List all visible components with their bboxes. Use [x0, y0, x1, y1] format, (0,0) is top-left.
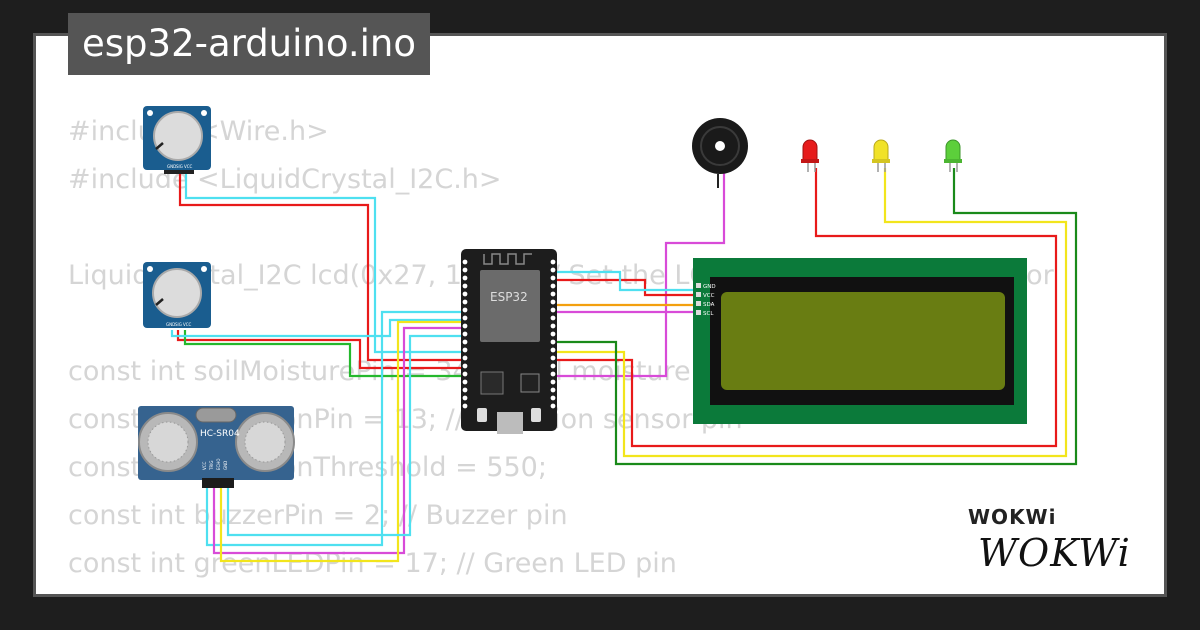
led-green[interactable]: [944, 139, 962, 172]
code-line: const int buzzerPin = 2; // Buzzer pin: [68, 500, 568, 531]
pin-label: GND: [167, 164, 176, 169]
header-pin: [462, 379, 468, 385]
pin-label: VCC: [703, 293, 715, 299]
wire-cyan: [170, 318, 462, 338]
header-pin: [462, 387, 468, 393]
wire-cyan: [556, 270, 700, 292]
header-pin: [462, 283, 468, 289]
lcd-pin: [696, 283, 701, 288]
file-title: esp32-arduino.ino: [68, 13, 430, 75]
wire-yellow: [556, 168, 1068, 458]
header-pin: [462, 323, 468, 329]
header-pin: [462, 291, 468, 297]
pin-label: SCL: [703, 311, 714, 317]
wire-darkgreen: [556, 168, 1078, 466]
header-pin: [550, 339, 556, 345]
wires: [170, 168, 1078, 563]
header-pin: [550, 315, 556, 321]
lcd-screen: [721, 292, 1005, 390]
lcd-pin: [696, 292, 701, 297]
potentiometer[interactable]: GND SIG VCC: [143, 262, 211, 328]
wokwi-logo: WOKWi WOKWi: [968, 505, 1131, 575]
lcd-pin: [696, 310, 701, 315]
pin-label: SIG: [175, 322, 182, 327]
header-pin: [550, 323, 556, 329]
code-line: const int greenLEDPin = 17; // Green LED…: [68, 548, 677, 579]
wire-red: [178, 172, 462, 362]
esp32-chip: [480, 270, 540, 342]
esp32-label: ESP32: [490, 290, 528, 304]
ultrasonic-sensor[interactable]: HC-SR04 VCC TRIG ECHO GND: [138, 406, 295, 488]
wire-magenta: [556, 168, 726, 378]
header-pin: [550, 347, 556, 353]
header-pin: [462, 363, 468, 369]
wokwi-logo-small: WOKWi: [968, 505, 1056, 529]
pin-label: GND: [703, 284, 716, 290]
header-pin: [550, 299, 556, 305]
header-pin: [550, 379, 556, 385]
header-pin: [462, 347, 468, 353]
header-pin: [550, 275, 556, 281]
led-red[interactable]: [801, 139, 819, 172]
pin-label: SIG: [176, 164, 183, 169]
lcd-pin: [696, 301, 701, 306]
header-pin: [462, 395, 468, 401]
knob[interactable]: [153, 111, 203, 161]
pin-label: VCC: [202, 461, 207, 470]
header-pin: [550, 395, 556, 401]
header-pin: [550, 331, 556, 337]
wire-cyan: [205, 310, 462, 547]
header-pin: [550, 259, 556, 265]
header-pin: [462, 275, 468, 281]
led-yellow[interactable]: [872, 139, 890, 172]
left-header-pins: [462, 259, 468, 409]
header-pin: [550, 267, 556, 273]
header-pin: [550, 307, 556, 313]
pin-label: VCC: [184, 164, 193, 169]
wire-red: [556, 278, 700, 297]
sonar-label: HC-SR04: [200, 429, 240, 439]
buzzer[interactable]: [692, 118, 748, 188]
wokwi-logo-large: WOKWi: [978, 531, 1131, 575]
header-pin: [550, 283, 556, 289]
wire-red: [556, 168, 1058, 448]
header-pin: [462, 307, 468, 313]
header-pin: [462, 259, 468, 265]
pin-label: VCC: [183, 322, 192, 327]
header-pin: [462, 339, 468, 345]
wire-cyan: [226, 334, 462, 537]
header-pin: [462, 403, 468, 409]
pin-label: ECHO: [216, 459, 221, 470]
header-pin: [550, 387, 556, 393]
pin-label: TRIG: [209, 460, 214, 471]
esp32-board[interactable]: ESP32: [461, 249, 557, 434]
header-pin: [462, 355, 468, 361]
header-pin: [550, 355, 556, 361]
boot-button[interactable]: [477, 408, 487, 422]
reset-button[interactable]: [531, 408, 541, 422]
header-pin: [550, 371, 556, 377]
wire-green: [183, 330, 462, 378]
pin-label: GND: [166, 322, 175, 327]
knob[interactable]: [152, 268, 202, 318]
right-header-pins: [550, 259, 556, 409]
header-pin: [462, 267, 468, 273]
header-pin: [550, 403, 556, 409]
header-pin: [462, 371, 468, 377]
lcd-pin-header: [696, 283, 701, 315]
wire-magenta: [212, 326, 462, 555]
usb-port: [497, 412, 523, 434]
pin-label: SDA: [703, 302, 715, 308]
wire-yellow: [219, 320, 462, 563]
header-pin: [462, 331, 468, 337]
header-pin: [550, 363, 556, 369]
wire-cyan: [184, 172, 462, 354]
potentiometer[interactable]: GND SIG VCC: [143, 106, 211, 174]
lcd-display[interactable]: GND VCC SDA SCL: [693, 258, 1027, 424]
header-pin: [462, 315, 468, 321]
pin-label: GND: [223, 461, 228, 470]
header-pin: [550, 291, 556, 297]
header-pin: [462, 299, 468, 305]
